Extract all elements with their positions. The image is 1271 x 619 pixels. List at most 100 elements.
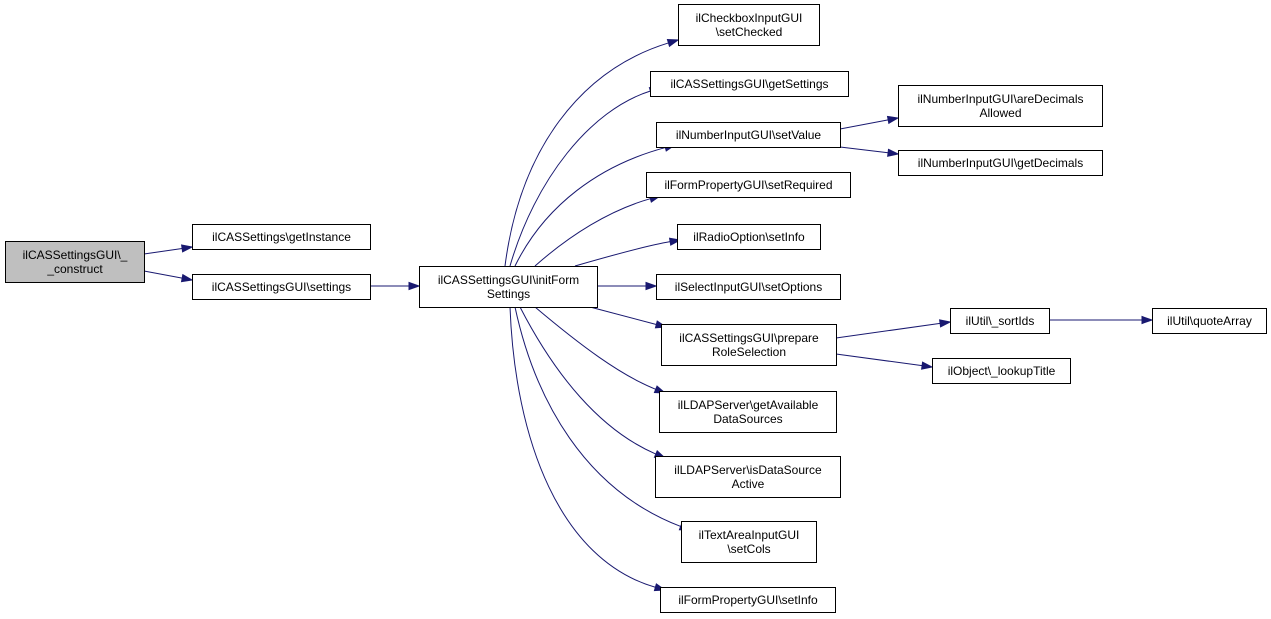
node-box (898, 85, 1103, 127)
function-node[interactable]: ilCASSettings\getInstance (192, 224, 371, 250)
root-node: ilCASSettingsGUI\__construct (5, 241, 145, 283)
edge-n10-n17 (835, 319, 952, 339)
edge-n0-n2 (143, 270, 194, 283)
node-box (646, 172, 851, 198)
function-node[interactable]: ilCheckboxInputGUI\setChecked (678, 4, 820, 46)
edge-line-n0-n1 (143, 247, 183, 255)
node-label: ilCASSettingsGUI\prepare (679, 331, 819, 345)
node-label: ilNumberInputGUI\getDecimals (918, 156, 1083, 170)
edge-n3-n7 (534, 194, 662, 267)
node-box (661, 324, 837, 366)
node-box (655, 456, 841, 498)
node-box (656, 274, 841, 300)
node-label: ilRadioOption\setInfo (693, 230, 805, 244)
node-box (898, 150, 1103, 176)
edge-line-n3-n6 (514, 147, 666, 267)
edge-n10-n18 (835, 353, 934, 370)
node-label: ilCASSettingsGUI\getSettings (670, 77, 828, 91)
function-node[interactable]: ilUtil\_sortIds (950, 308, 1050, 334)
edge-line-n6-n16 (839, 146, 889, 154)
edge-n3-n5 (509, 87, 662, 267)
node-label: ilUtil\quoteArray (1167, 314, 1252, 328)
function-node[interactable]: ilCASSettingsGUI\settings (192, 274, 371, 300)
node-box (656, 122, 841, 148)
edge-line-n3-n8 (574, 241, 671, 267)
edge-n2-n3 (370, 281, 421, 291)
edge-n3-n9-arrowhead (645, 281, 658, 291)
node-box (659, 391, 837, 433)
function-node[interactable]: ilFormPropertyGUI\setRequired (646, 172, 851, 198)
function-node[interactable]: ilCASSettingsGUI\getSettings (650, 71, 849, 97)
edge-n6-n16 (839, 146, 900, 157)
edge-n3-n14 (509, 306, 667, 592)
function-node[interactable]: ilRadioOption\setInfo (677, 224, 821, 250)
node-label: ilCASSettingsGUI\settings (212, 280, 351, 294)
edge-line-n3-n5 (509, 90, 651, 267)
node-box (677, 224, 821, 250)
edge-line-n3-n12 (519, 306, 657, 455)
node-label: ilNumberInputGUI\areDecimals (917, 92, 1083, 106)
edge-n3-n4-arrowhead (666, 39, 680, 48)
node-label: Active (732, 477, 765, 491)
function-node[interactable]: ilUtil\quoteArray (1152, 308, 1267, 334)
node-box (650, 71, 849, 97)
node-label: \setCols (727, 542, 770, 556)
node-box (950, 308, 1050, 334)
node-label: ilLDAPServer\getAvailable (678, 398, 819, 412)
node-label: ilCASSettings\getInstance (212, 230, 351, 244)
node-label: Allowed (979, 106, 1021, 120)
function-node[interactable]: ilFormPropertyGUI\setInfo (660, 587, 836, 613)
function-node[interactable]: ilNumberInputGUI\getDecimals (898, 150, 1103, 176)
node-label: ilCASSettingsGUI\_ (23, 248, 128, 262)
node-label: _construct (46, 262, 103, 276)
node-box (681, 521, 817, 563)
edge-n17-n19 (1049, 315, 1154, 325)
node-label: ilTextAreaInputGUI (699, 528, 800, 542)
node-label: \setChecked (716, 25, 783, 39)
node-label: ilCASSettingsGUI\initForm (438, 273, 579, 287)
function-node[interactable]: ilTextAreaInputGUI\setCols (681, 521, 817, 563)
edge-line-n3-n10 (589, 306, 657, 325)
edge-line-n3-n4 (504, 42, 669, 267)
node-box (192, 224, 371, 250)
node-label: Settings (487, 287, 530, 301)
function-node[interactable]: ilObject\_lookupTitle (932, 358, 1071, 384)
function-node[interactable]: ilSelectInputGUI\setOptions (656, 274, 841, 300)
edge-n0-n2-arrowhead (180, 273, 194, 283)
node-label: DataSources (713, 412, 782, 426)
edge-line-n3-n14 (509, 306, 656, 588)
edge-n3-n9 (597, 281, 658, 291)
edge-n3-n11 (534, 306, 667, 394)
edge-line-n3-n11 (534, 306, 656, 390)
edge-n0-n1-arrowhead (181, 244, 194, 253)
edge-line-n10-n17 (835, 322, 941, 339)
edge-n17-n19-arrowhead (1141, 315, 1154, 325)
node-box (192, 274, 371, 300)
node-label: ilCheckboxInputGUI (696, 11, 803, 25)
edge-n3-n6 (514, 143, 677, 267)
node-box (419, 266, 598, 308)
edge-line-n3-n13 (514, 306, 681, 527)
node-label: ilFormPropertyGUI\setRequired (664, 178, 832, 192)
node-box (660, 587, 836, 613)
node-label: ilLDAPServer\isDataSource (674, 463, 822, 477)
node-label: ilNumberInputGUI\setValue (676, 128, 822, 142)
node-label: ilUtil\_sortIds (966, 314, 1035, 328)
edge-n3-n10 (589, 306, 668, 329)
edge-n0-n1 (143, 244, 194, 255)
edge-n3-n8 (574, 237, 682, 267)
edge-n6-n15 (839, 115, 900, 130)
edge-n3-n12 (519, 306, 667, 459)
node-box (5, 241, 145, 283)
edge-n10-n17-arrowhead (939, 319, 952, 328)
function-node[interactable]: ilNumberInputGUI\setValue (656, 122, 841, 148)
edge-n3-n4 (504, 39, 680, 267)
node-label: ilFormPropertyGUI\setInfo (678, 593, 818, 607)
node-box (932, 358, 1071, 384)
